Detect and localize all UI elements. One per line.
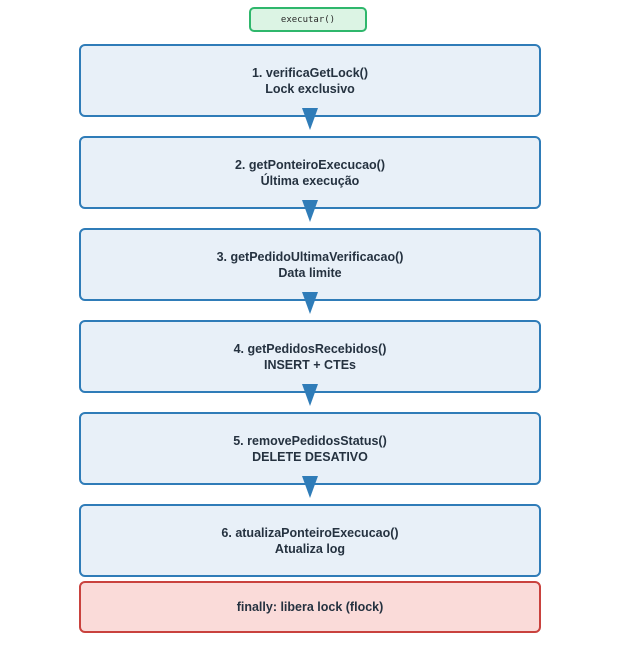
start-label: executar() [280, 14, 336, 25]
arrow-down-icon [302, 200, 318, 222]
step-4-subtitle: INSERT + CTEs [263, 357, 357, 372]
finally-node: finally: libera lock (flock) [79, 581, 541, 633]
step-4-title: 4. getPedidosRecebidos() [233, 341, 387, 356]
finally-label: finally: libera lock (flock) [236, 600, 384, 614]
step-1-title: 1. verificaGetLock() [251, 65, 368, 80]
step-6-title: 6. atualizaPonteiroExecucao() [221, 525, 399, 540]
step-3-title: 3. getPedidoUltimaVerificacao() [216, 249, 404, 264]
step-2-node: 2. getPonteiroExecucao() Última execução [79, 136, 541, 209]
arrow-down-icon [302, 476, 318, 498]
step-1-node: 1. verificaGetLock() Lock exclusivo [79, 44, 541, 117]
arrow-down-icon [302, 108, 318, 130]
step-5-title: 5. removePedidosStatus() [233, 433, 387, 448]
step-2-subtitle: Última execução [260, 173, 360, 188]
step-5-subtitle: DELETE DESATIVO [252, 449, 368, 464]
step-3-subtitle: Data limite [278, 265, 342, 280]
step-4-node: 4. getPedidosRecebidos() INSERT + CTEs [79, 320, 541, 393]
arrow-down-icon [302, 384, 318, 406]
arrow-down-icon [302, 292, 318, 314]
step-2-title: 2. getPonteiroExecucao() [234, 157, 386, 172]
step-3-node: 3. getPedidoUltimaVerificacao() Data lim… [79, 228, 541, 301]
step-5-node: 5. removePedidosStatus() DELETE DESATIVO [79, 412, 541, 485]
step-6-subtitle: Atualiza log [274, 541, 346, 556]
step-1-subtitle: Lock exclusivo [265, 81, 355, 96]
start-node: executar() [249, 7, 367, 32]
step-6-node: 6. atualizaPonteiroExecucao() Atualiza l… [79, 504, 541, 577]
